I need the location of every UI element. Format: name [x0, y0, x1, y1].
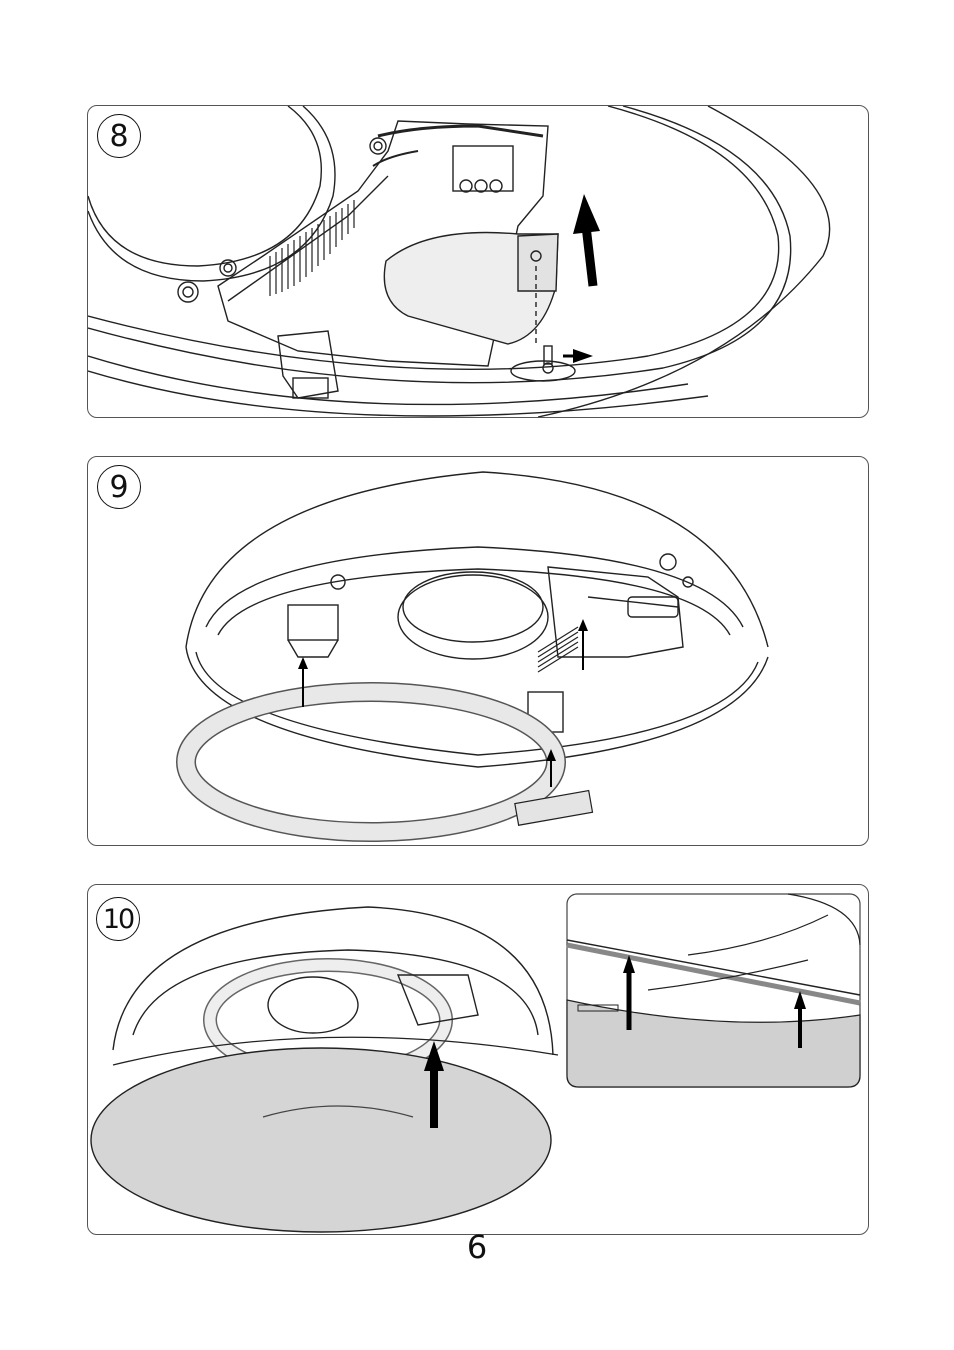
step-10-illustration — [88, 885, 868, 1234]
detail-inset — [567, 894, 860, 1087]
step-9-panel: 9 — [87, 456, 869, 846]
step-10-panel: 10 — [87, 884, 869, 1235]
step-number-10: 10 — [96, 897, 140, 941]
step-8-illustration — [88, 106, 868, 417]
up-arrow-icon — [573, 194, 600, 286]
step-8-panel: 8 — [87, 105, 869, 418]
rotate-arrow-icon — [563, 349, 593, 363]
page-number: 6 — [0, 1228, 954, 1266]
step-9-illustration — [88, 457, 868, 845]
step-number-8: 8 — [97, 114, 141, 158]
step-number-9: 9 — [97, 465, 141, 509]
